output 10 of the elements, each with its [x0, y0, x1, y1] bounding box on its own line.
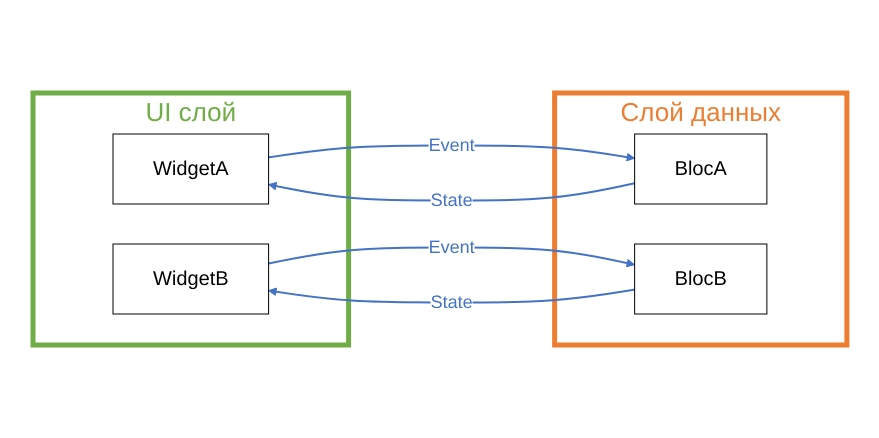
edge-label: Event: [428, 237, 474, 257]
node-box: WidgetA: [112, 134, 269, 204]
edge-label: Event: [428, 135, 474, 155]
node-box: WidgetB: [112, 244, 269, 314]
node-box: BlocB: [634, 244, 767, 314]
arrow: [268, 182, 634, 202]
node-box: BlocA: [634, 134, 767, 204]
arrow: [268, 287, 634, 304]
edge-label: State: [430, 292, 472, 312]
edge-label: State: [430, 190, 472, 210]
